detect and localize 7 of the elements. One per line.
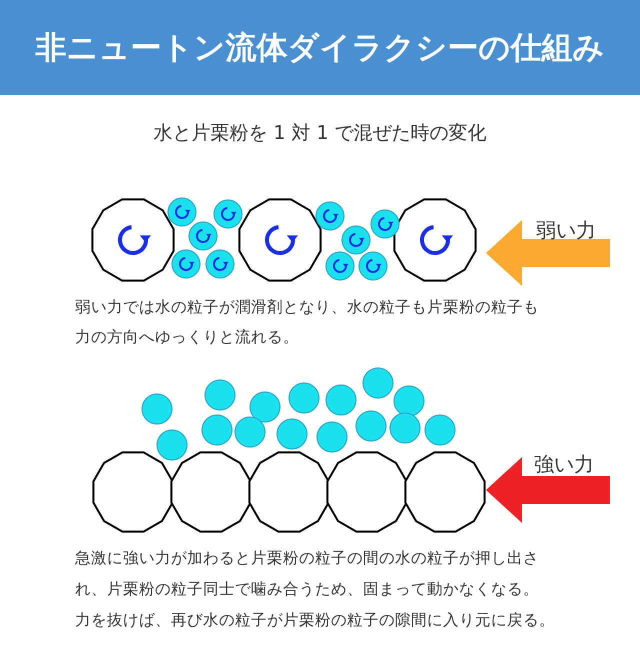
- subtitle: 水と片栗粉を 1 対 1 で混ぜた時の変化: [152, 121, 488, 146]
- force-label: 弱い力: [536, 217, 596, 244]
- description-text: 力を抜けば、再び水の粒子が片栗粉の粒子の隙間に入り元に戻る。: [75, 610, 555, 631]
- description-text: 弱い力では水の粒子が潤滑剤となり、水の粒子も片栗粉の粒子も力の方向へゆっくりと流れる。: [75, 297, 540, 348]
- title-banner: 非ニュートン流体ダイラクシーの仕組み: [0, 0, 640, 95]
- force-label: 強い力: [534, 451, 594, 478]
- description-text: 急激に強い力が加わると片栗粉の粒子の間の水の粒子が押し出され、片栗粉の粒子同士で噛み合うため、固まって動かなくなる。: [75, 548, 540, 600]
